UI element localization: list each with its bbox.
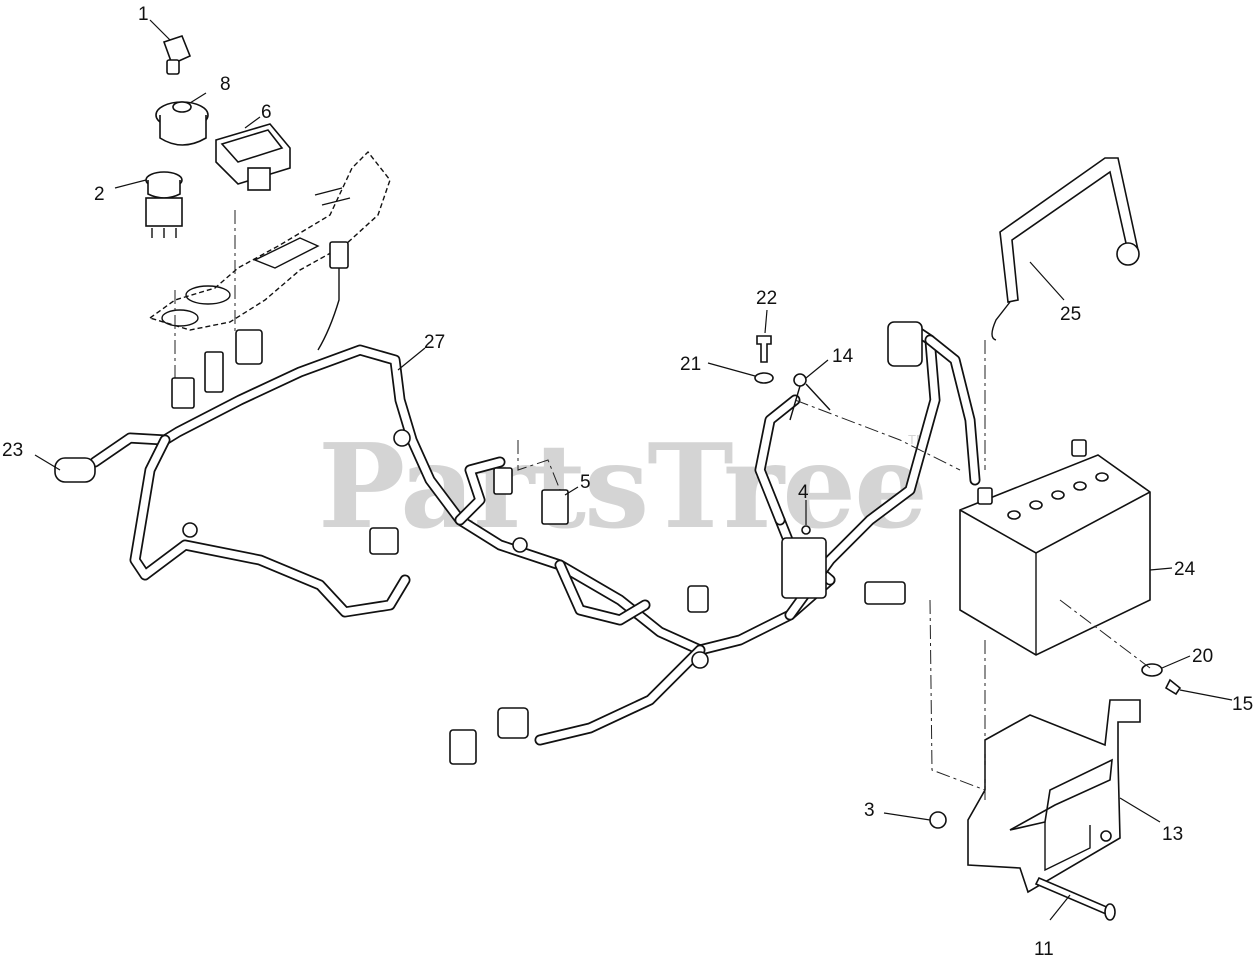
pto-switch [145,171,183,238]
callout-6: 6 [261,102,272,123]
hour-meter [215,123,291,191]
battery-strap [991,157,1140,341]
leader-lines [34,19,1233,921]
key [162,35,192,75]
panel-connectors [171,241,349,409]
harness-details [54,321,923,765]
nut [929,811,947,829]
callout-25: 25 [1060,304,1081,325]
battery-tray [967,699,1141,894]
callout-13: 13 [1162,824,1183,845]
callout-23: 23 [2,440,23,461]
screw [801,525,811,535]
callout-21: 21 [680,354,701,375]
callout-20: 20 [1192,646,1213,667]
callout-15: 15 [1232,694,1253,715]
watermark-logo: PartsTree [318,419,926,555]
long-bolt [1034,876,1116,921]
wire-harness [89,324,981,746]
washer-and-bolt [1141,663,1182,696]
ignition-switch [155,101,209,146]
callout-22: 22 [756,288,777,309]
callout-27: 27 [424,332,445,353]
relay [517,440,569,525]
callout-4: 4 [798,482,809,503]
callout-5: 5 [580,472,591,493]
callout-2: 2 [94,184,105,205]
alignment-lines [794,340,1151,800]
callout-labels: 1 2 3 4 5 6 8 11 13 14 15 20 21 22 23 24… [2,4,1253,960]
callout-8: 8 [220,74,231,95]
callout-1: 1 [138,4,149,25]
control-panel-plate [148,150,391,380]
callout-3: 3 [864,800,875,821]
bolt-washer-terminal [754,335,831,421]
callout-11: 11 [1034,939,1054,960]
callout-14: 14 [832,346,854,367]
battery [959,439,1151,656]
callout-24: 24 [1174,559,1196,580]
